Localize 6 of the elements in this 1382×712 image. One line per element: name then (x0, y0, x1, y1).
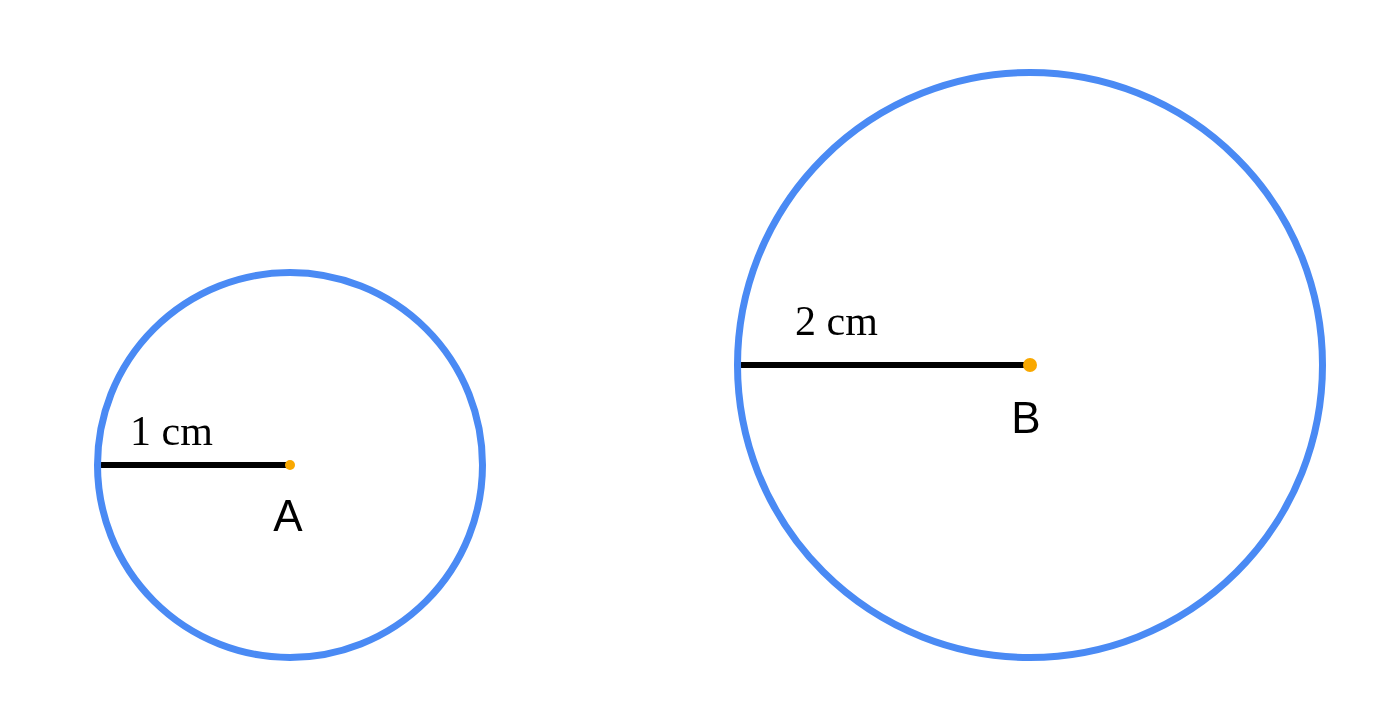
dimension-label: 2 cm (795, 300, 878, 342)
circle (734, 69, 1326, 661)
dimension-label: 1 cm (130, 410, 213, 452)
point-label: A (273, 494, 303, 538)
point-label: B (1011, 396, 1041, 440)
circle (94, 269, 486, 661)
